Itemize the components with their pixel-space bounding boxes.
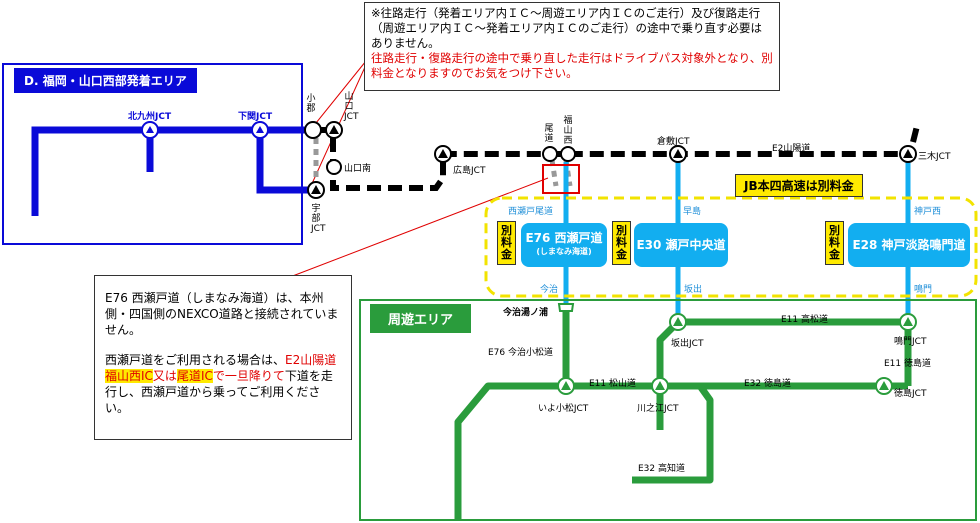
top-note: ※往路走行（発着エリア内ＩＣ～周遊エリア内ＩＣのご走行）及び復路走行（周遊エリア… [364,2,780,91]
miki-jct-label: 三木JCT [918,152,951,162]
e30-top-label: 早島 [683,207,702,217]
jb-notice: JB本四高速は別料金 [735,174,863,197]
left-note-p2: 西瀬戸道をご利用される場合は、E2山陽道 福山西IC又は尾道ICで一旦降りて下道… [105,352,341,416]
kawanoe-jct-label: 川之江JCT [637,404,679,414]
left-note-onomichi: 尾道IC [176,369,213,383]
shimonoseki-jct-label: 下関JCT [238,112,273,122]
onomichi-label: 尾道 [544,124,554,144]
reentry-highlight [542,164,580,194]
e30-bottom-label: 坂出 [684,285,703,295]
left-note-exit: で一旦降りて [212,369,285,383]
e28-box: E28 神戸淡路鳴門道 [848,223,970,267]
yamaguchi-minami-label: 山口南 [344,164,372,174]
left-note-p1: E76 西瀬戸道（しまなみ海道）は、本州側・四国側のNEXCO道路と接続されてい… [105,291,339,337]
naruto-jct-label: 鳴門JCT [894,337,927,347]
tokushima-jct-label: 徳島JCT [894,389,927,399]
e28-bottom-label: 鳴門 [914,285,933,295]
callout-pointers [289,55,549,278]
e2-sanyo-label: E2山陽道 [772,144,811,154]
left-note-or: 又は [152,369,177,383]
e76-top-label: 西瀬戸尾道 [508,207,554,217]
left-note-p2-g: 下道を走行し、西瀬戸道から乗ってご利用ください。 [105,369,333,415]
tour-area-title: 周遊エリア [370,304,472,333]
e28-top-label: 神戸西 [914,207,942,217]
top-note-warning: 往路走行・復路走行の途中で乗り直した走行はドライブパス対象外となり、別料金となり… [371,51,773,80]
e30-box: E30 瀬戸中央道 [634,223,728,267]
ogori-label: 小郡 [306,94,316,114]
e76-name: E76 西瀬戸道 [525,231,603,245]
iyo-komatsu-jct-label: いよ小松JCT [538,404,589,414]
e32-kochi-label: E32 高知道 [638,464,685,474]
fukuyama-nishi-label: 福山西 [563,116,573,146]
e76-sub: (しまなみ海道) [536,247,592,256]
top-note-text: ※往路走行（発着エリア内ＩＣ～周遊エリア内ＩＣのご走行）及び復路走行（周遊エリア… [371,6,762,50]
sakaide-jct-label: 坂出JCT [671,339,704,349]
hiroshima-jct-label: 広島JCT [453,166,486,176]
e76-bottom-label: 今治 [540,285,559,295]
extra-fee-badge-2: 別料金 [612,221,631,265]
left-note: E76 西瀬戸道（しまなみ海道）は、本州側・四国側のNEXCO道路と接続されてい… [94,275,352,440]
honshi-frame [484,196,978,298]
departure-routes [31,126,312,216]
e11-takamatsu-label: E11 高松道 [781,315,828,325]
extra-fee-badge-3: 別料金 [825,221,844,265]
e11-tokushima-label: E11 徳島道 [884,359,931,369]
left-note-fukuyama: 福山西IC [105,369,153,383]
departure-area-title: D. 福岡・山口西部発着エリア [14,68,197,93]
kitakyushu-jct-label: 北九州JCT [128,112,172,122]
imabari-yunoura-label: 今治湯ノ浦 [503,308,549,318]
e11-matsuyama-label: E11 松山道 [589,379,636,389]
e76-imabari-komatsu-label: E76 今治小松道 [488,348,553,358]
tour-area-frame [359,299,977,521]
ube-jct-label: 宇部JCT [311,204,326,234]
e32-tokushima-label: E32 徳島道 [744,379,791,389]
departure-area-frame [2,63,303,245]
left-note-e2: E2山陽道 [285,353,337,367]
yamaguchi-jct-label: 山口JCT [344,92,359,122]
extra-fee-badge-1: 別料金 [497,221,516,265]
kurashiki-jct-label: 倉敷JCT [657,137,690,147]
left-note-p2-a: 西瀬戸道をご利用される場合は、 [105,353,286,367]
e76-box: E76 西瀬戸道 (しまなみ海道) [521,223,607,267]
junction-markers [141,121,917,395]
